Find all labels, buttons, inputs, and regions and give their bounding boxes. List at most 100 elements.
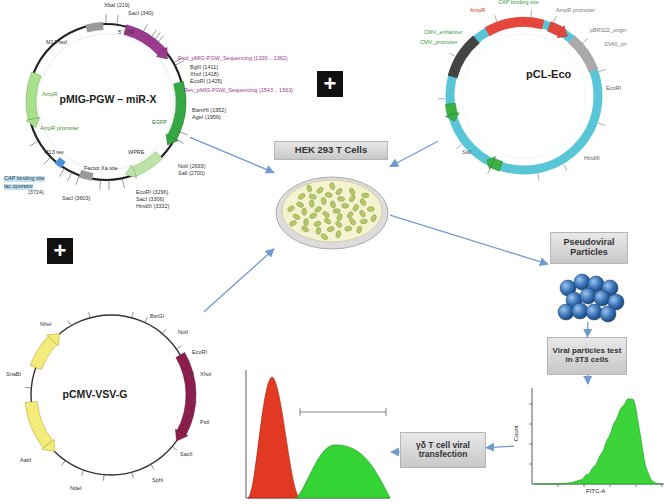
flow-arrow <box>486 446 514 448</box>
site-tick <box>599 69 606 71</box>
site-tick <box>564 164 568 170</box>
site-tick <box>30 141 39 146</box>
map-annotation: AmpR promoter <box>40 126 79 132</box>
map-annotation: Factor Xa site <box>84 166 118 172</box>
cell <box>344 226 352 232</box>
map-annotation: NotI (2693) <box>178 164 206 170</box>
cell <box>301 225 310 233</box>
feature-arrowhead <box>125 165 136 178</box>
site-tick <box>450 53 456 57</box>
site-tick <box>175 139 184 144</box>
map-annotation: SphI <box>152 478 163 484</box>
feature-arrowhead <box>446 113 460 122</box>
map-annotation: WPRE <box>128 150 145 156</box>
process-box: Viral particles test in 3T3 cells <box>547 337 627 375</box>
plasmid-map: pCMV-VSV-G <box>18 302 204 488</box>
cell <box>309 212 318 219</box>
cell <box>321 197 327 205</box>
cell <box>337 196 345 202</box>
feature-arrowhead <box>175 429 187 441</box>
histogram-axes <box>246 370 390 498</box>
feature-arc <box>168 81 186 139</box>
cell <box>302 208 307 215</box>
site-tick <box>44 157 51 164</box>
cell <box>287 205 296 213</box>
site-tick <box>99 180 101 190</box>
feature-arrowhead <box>557 26 567 38</box>
feature-arc <box>485 17 545 36</box>
site-tick <box>62 461 65 466</box>
site-tick <box>108 180 109 190</box>
cell <box>292 213 301 221</box>
ltr-box <box>85 22 103 32</box>
viral-particle <box>580 288 596 304</box>
cell <box>325 192 333 198</box>
flow-arrow <box>204 249 274 312</box>
plus-symbol: + <box>47 238 73 264</box>
feature-arc <box>26 72 41 120</box>
site-tick <box>145 317 148 322</box>
cell <box>323 217 331 225</box>
map-annotation: M13 fwd <box>46 40 67 46</box>
cell <box>335 187 343 195</box>
viral-particle <box>594 290 610 306</box>
map-annotation: XhoI (1418) <box>190 72 219 78</box>
map-annotation: AatII <box>20 458 31 464</box>
red-histogram-peak <box>248 377 300 498</box>
feature-arc <box>176 353 196 435</box>
map-annotation: M13 rev <box>44 150 64 156</box>
map-annotation: SV40_ori <box>604 42 627 48</box>
gate-bracket <box>300 408 386 416</box>
viral-particle <box>572 303 588 319</box>
site-tick <box>76 175 79 184</box>
site-tick <box>191 401 197 403</box>
site-tick <box>106 14 107 24</box>
map-annotation: BsrGI <box>150 314 164 320</box>
site-tick <box>151 30 157 38</box>
ltr-box <box>79 170 94 181</box>
feature-arrowhead <box>42 439 55 451</box>
site-tick <box>538 174 539 181</box>
cell <box>362 193 369 198</box>
map-annotation: NotI <box>178 330 188 336</box>
map-annotation: Fwd_pMIG-PGW_Sequencing (1320 .. 1362) <box>178 56 288 62</box>
map-annotation: EcoRI (1425) <box>190 79 222 85</box>
site-tick <box>162 329 166 334</box>
plus-sign: + <box>317 71 343 97</box>
cell <box>309 193 317 200</box>
site-tick <box>495 15 497 22</box>
axis-title: Count <box>513 425 520 441</box>
site-tick <box>172 446 177 450</box>
flow-arrow <box>391 451 400 452</box>
plasmid-inner-ring <box>38 34 174 170</box>
plasmid-backbone <box>31 315 191 475</box>
cell <box>347 211 354 219</box>
cell <box>333 209 340 214</box>
map-annotation: EcoRI (3296) <box>136 190 168 196</box>
cell <box>349 218 357 227</box>
map-annotation: EcoRI <box>606 86 621 92</box>
site-tick <box>25 387 31 389</box>
site-tick <box>488 168 491 174</box>
site-tick <box>178 131 187 135</box>
map-annotation: SacI (340) <box>128 11 153 17</box>
site-tick <box>122 178 124 188</box>
plasmid-inner-ring <box>462 34 586 158</box>
site-tick <box>117 15 118 25</box>
node-graphic <box>514 384 666 500</box>
cell <box>296 201 304 208</box>
map-annotation: pBR322_origin <box>590 28 626 34</box>
cell <box>341 203 349 208</box>
plasmid-backbone <box>28 24 184 180</box>
flow-arrow <box>587 322 589 337</box>
map-annotation: (3724) <box>28 190 44 196</box>
cell <box>322 210 331 218</box>
cell <box>356 226 363 234</box>
histogram-axes <box>532 388 664 484</box>
plasmid-name: pCL-Eco <box>526 68 586 80</box>
cell <box>335 220 343 228</box>
site-tick <box>583 38 588 43</box>
cell <box>349 187 356 195</box>
map-annotation: SnaBI <box>6 372 21 378</box>
map-annotation: CMV_promoter <box>420 40 457 46</box>
